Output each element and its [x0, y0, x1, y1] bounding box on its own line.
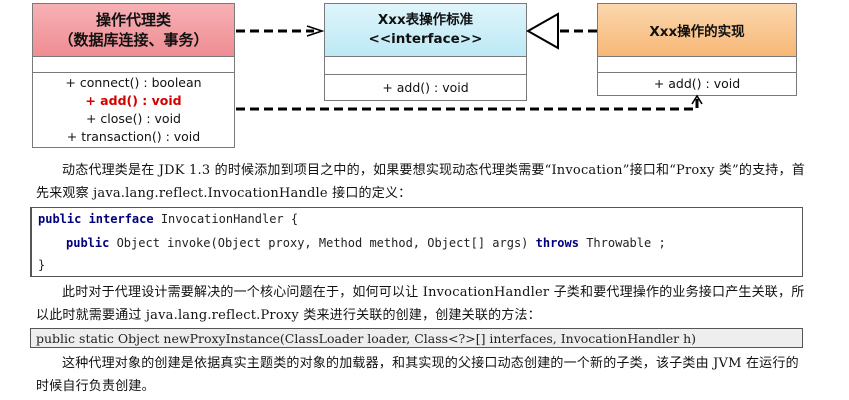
impl-class-header: Xxx操作的实现 [598, 4, 796, 56]
proxy-class-header: 操作代理类 （数据库连接、事务） [33, 4, 234, 56]
dependency-arrowhead [306, 25, 325, 37]
impl-class-attributes [598, 56, 796, 72]
proxy-class-methods: + connect() : boolean + add() : void + c… [33, 72, 234, 147]
paragraph-proxy-association: 此时对于代理设计需要解决的一个核心问题在于，如何可以让 InvocationHa… [36, 281, 806, 327]
paragraph-proxy-creation: 这种代理对象的创建是依据真实主题类的对象的加载器，和其实现的父接口动态创建的一个… [36, 352, 806, 398]
proxy-class-title: 操作代理类 [95, 11, 171, 29]
impl-class-title: Xxx操作的实现 [649, 24, 745, 40]
interface-header: Xxx表操作标准 <<interface>> [325, 4, 526, 56]
impl-class-methods: + add() : void [598, 72, 796, 95]
paragraph-dynamic-proxy-intro: 动态代理类是在 JDK 1.3 的时候添加到项目之中的，如果要想实现动态代理类需… [36, 159, 806, 205]
impl-class-box: Xxx操作的实现 + add() : void [597, 3, 797, 96]
code-line-1: public interface InvocationHandler { [38, 212, 299, 226]
code-line-3: } [38, 258, 46, 272]
code-block-invocation-handler: public interface InvocationHandler { pub… [30, 207, 803, 277]
interface-box: Xxx表操作标准 <<interface>> + add() : void [324, 3, 527, 101]
method-close: + close() : void [85, 111, 181, 126]
proxy-class-box: 操作代理类 （数据库连接、事务） + connect() : boolean +… [32, 3, 235, 148]
interface-attributes [325, 56, 526, 74]
paragraph-3-text: 这种代理对象的创建是依据真实主题类的对象的加载器，和其实现的父接口动态创建的一个… [36, 356, 799, 394]
code-line-2: public Object invoke(Object proxy, Metho… [66, 236, 666, 250]
interface-stereotype: <<interface>> [368, 31, 483, 47]
interface-method-add: + add() : void [382, 79, 469, 95]
proxy-class-attributes [33, 56, 234, 72]
code-block-new-proxy-instance: public static Object newProxyInstance(Cl… [30, 328, 803, 348]
dependency-arrowhead-impl [691, 94, 703, 105]
method-transaction: + transaction() : void [66, 129, 201, 144]
interface-methods: + add() : void [325, 74, 526, 100]
paragraph-1-text: 动态代理类是在 JDK 1.3 的时候添加到项目之中的，如果要想实现动态代理类需… [36, 163, 805, 201]
interface-title: Xxx表操作标准 [377, 12, 474, 28]
proxy-class-subtitle: （数据库连接、事务） [58, 31, 209, 49]
method-add-highlighted: + add() : void [85, 93, 182, 108]
method-connect: + connect() : boolean [65, 75, 202, 90]
realization-arrowhead [525, 12, 559, 50]
paragraph-2-text: 此时对于代理设计需要解决的一个核心问题在于，如何可以让 InvocationHa… [36, 285, 805, 323]
impl-method-add: + add() : void [653, 76, 741, 91]
